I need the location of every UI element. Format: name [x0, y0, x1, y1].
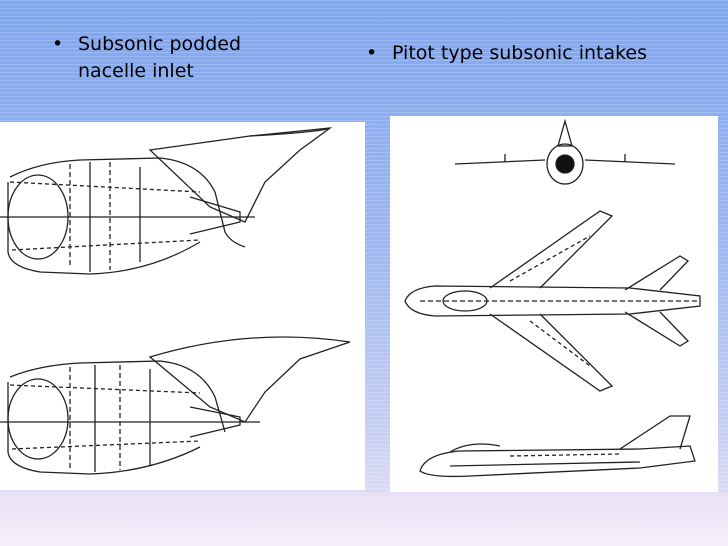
bullet-dot: •	[52, 33, 64, 55]
right-bullet-text: Pitot type subsonic intakes	[392, 42, 648, 64]
aircraft-top-view	[404, 210, 701, 392]
nacelle-top-drawing	[0, 127, 333, 275]
bottom-band	[0, 492, 728, 546]
left-bullet-text: Subsonic podded nacelle inlet	[78, 33, 242, 82]
aircraft-three-view-panel	[390, 116, 718, 492]
nacelle-drawings-panel	[0, 122, 365, 490]
aircraft-side-view	[419, 415, 696, 478]
bullet-dot: •	[366, 42, 378, 64]
aircraft-three-view-svg	[404, 118, 701, 478]
right-bullet: • Pitot type subsonic intakes	[366, 40, 666, 67]
nacelle-bottom-drawing	[0, 336, 351, 475]
nacelle-drawings-svg	[0, 127, 351, 475]
left-bullet: • Subsonic podded nacelle inlet	[52, 31, 312, 85]
aircraft-front-view	[454, 118, 676, 185]
